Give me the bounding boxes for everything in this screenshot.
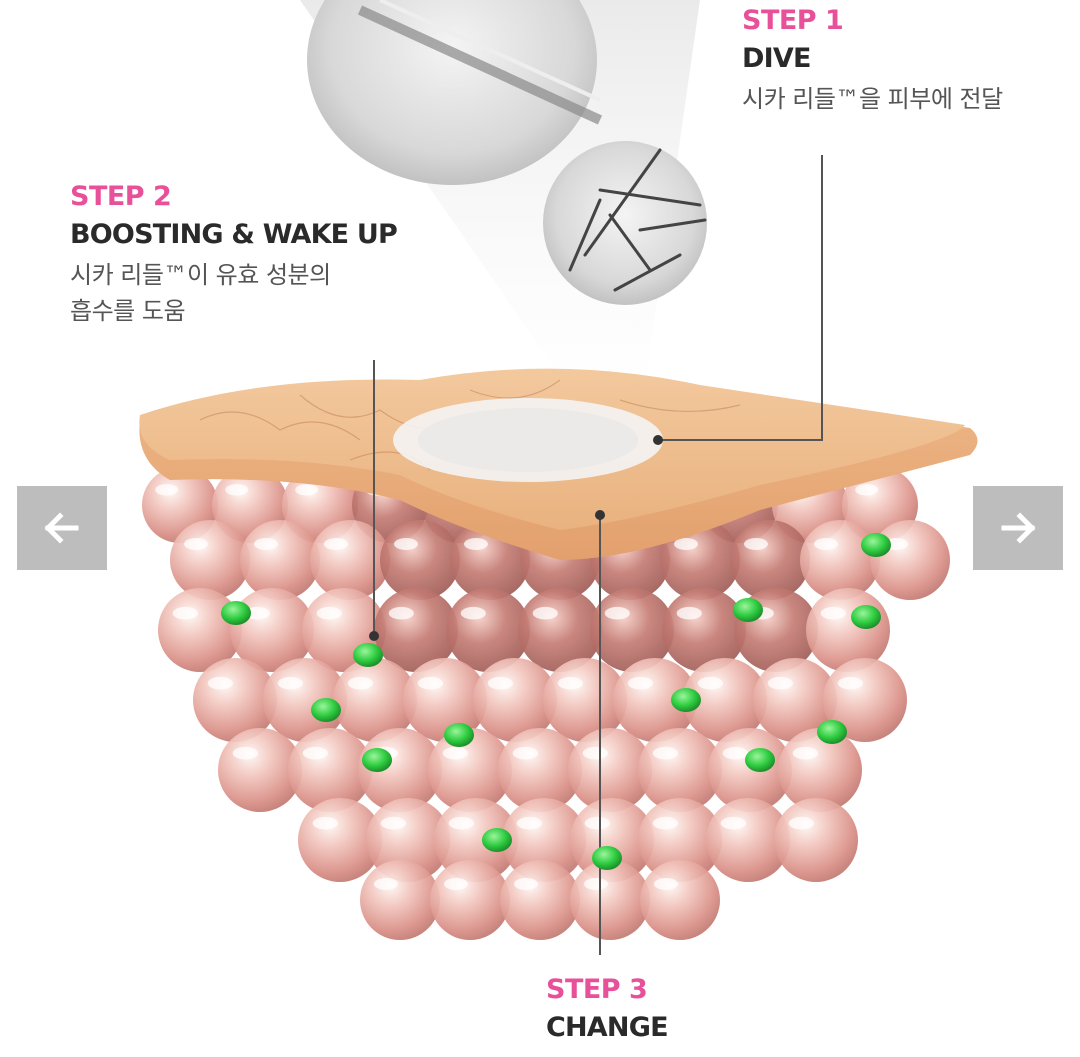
skin-cell-highlight bbox=[207, 676, 233, 690]
skin-cell-highlight bbox=[442, 746, 468, 760]
active-ingredient-dot bbox=[444, 723, 474, 747]
skin-cell-highlight bbox=[347, 676, 373, 690]
step1-label: STEP 1 bbox=[742, 5, 844, 36]
previous-slide-button[interactable] bbox=[17, 486, 107, 570]
skin-cell-highlight bbox=[464, 538, 488, 550]
skin-cell-highlight bbox=[316, 606, 342, 620]
step1-callout: STEP 1 DIVE 시카 리들™을 피부에 전달 bbox=[742, 6, 1003, 117]
skin-cell-highlight bbox=[514, 878, 538, 890]
active-ingredient-dot bbox=[745, 748, 775, 772]
skin-cell-highlight bbox=[676, 606, 702, 620]
skin-cell-highlight bbox=[388, 606, 414, 620]
skin-cell-highlight bbox=[254, 538, 278, 550]
skin-cell bbox=[870, 520, 950, 600]
skin-cell-highlight bbox=[697, 676, 723, 690]
skin-cell-highlight bbox=[295, 484, 319, 496]
skin-cell-highlight bbox=[532, 606, 558, 620]
step2-callout: STEP 2 BOOSTING & WAKE UP 시카 리들™이 유효 성분의… bbox=[70, 181, 398, 329]
skin-cell-highlight bbox=[722, 746, 748, 760]
active-ingredient-dot bbox=[861, 533, 891, 557]
skin-cell bbox=[310, 520, 390, 600]
skin-cell-highlight bbox=[767, 676, 793, 690]
skin-cell bbox=[240, 520, 320, 600]
skin-cell bbox=[430, 860, 510, 940]
active-ingredient-dot bbox=[221, 601, 251, 625]
active-ingredient-dot bbox=[311, 698, 341, 722]
skin-cell-highlight bbox=[584, 816, 610, 830]
active-ingredient-dot bbox=[482, 828, 512, 852]
skin-cell-highlight bbox=[627, 676, 653, 690]
skin-cell-highlight bbox=[225, 484, 249, 496]
skin-cell-highlight bbox=[516, 816, 542, 830]
skin-cell bbox=[774, 798, 858, 882]
step2-description: 시카 리들™이 유효 성분의 흡수를 도움 bbox=[70, 257, 397, 329]
skin-cell bbox=[806, 588, 890, 672]
skin-cell-highlight bbox=[654, 878, 678, 890]
skin-cell-highlight bbox=[652, 746, 678, 760]
skin-cell-highlight bbox=[744, 538, 768, 550]
active-ingredient-dot bbox=[592, 846, 622, 870]
next-slide-button[interactable] bbox=[973, 486, 1063, 570]
active-ingredient-dot bbox=[733, 598, 763, 622]
skin-cell-highlight bbox=[788, 816, 814, 830]
skin-cell-highlight bbox=[244, 606, 270, 620]
skin-cell-highlight bbox=[814, 538, 838, 550]
step1-title: DIVE bbox=[742, 42, 811, 74]
skin-cell-highlight bbox=[652, 816, 678, 830]
skin-cell bbox=[380, 520, 460, 600]
step2-title: BOOSTING & WAKE UP bbox=[70, 218, 398, 250]
skin-cell-highlight bbox=[557, 676, 583, 690]
skin-cell bbox=[500, 860, 580, 940]
step3-title: CHANGE bbox=[546, 1011, 669, 1043]
skin-cell-highlight bbox=[374, 878, 398, 890]
skin-cell-highlight bbox=[380, 816, 406, 830]
active-ingredient-dot bbox=[362, 748, 392, 772]
step2-description-line2: 흡수를 도움 bbox=[70, 297, 186, 326]
skin-cell bbox=[800, 520, 880, 600]
active-ingredient-dot bbox=[817, 720, 847, 744]
skin-cell-highlight bbox=[277, 676, 303, 690]
step2-description-line1: 시카 리들™이 유효 성분의 bbox=[70, 261, 331, 290]
step3-label: STEP 3 bbox=[546, 974, 648, 1005]
skin-cell-highlight bbox=[792, 746, 818, 760]
skin-cell-highlight bbox=[232, 746, 258, 760]
skin-cell-highlight bbox=[444, 878, 468, 890]
skin-cell-highlight bbox=[155, 484, 179, 496]
skin-cell-highlight bbox=[837, 676, 863, 690]
skin-cell bbox=[170, 520, 250, 600]
skin-cell-highlight bbox=[674, 538, 698, 550]
step2-label: STEP 2 bbox=[70, 181, 172, 212]
skin-cell-highlight bbox=[394, 538, 418, 550]
skin-cell-highlight bbox=[820, 606, 846, 620]
skin-cell-highlight bbox=[324, 538, 348, 550]
active-ingredient-dot bbox=[851, 605, 881, 629]
skin-cell bbox=[570, 860, 650, 940]
skin-cell bbox=[360, 860, 440, 940]
active-ingredient-dot bbox=[353, 643, 383, 667]
skin-cell-highlight bbox=[855, 484, 879, 496]
skin-cell-highlight bbox=[584, 878, 608, 890]
skin-cell-highlight bbox=[512, 746, 538, 760]
skin-cell-highlight bbox=[487, 676, 513, 690]
skin-cell-highlight bbox=[184, 538, 208, 550]
skin-cell-highlight bbox=[460, 606, 486, 620]
step1-description: 시카 리들™을 피부에 전달 bbox=[742, 85, 1003, 114]
skin-cell-highlight bbox=[417, 676, 443, 690]
skin-cell-highlight bbox=[448, 816, 474, 830]
skin-cell-highlight bbox=[172, 606, 198, 620]
skin-cell bbox=[730, 520, 810, 600]
skin-cell bbox=[640, 860, 720, 940]
skin-cell-highlight bbox=[582, 746, 608, 760]
skin-cell-highlight bbox=[604, 606, 630, 620]
skin-cell-highlight bbox=[302, 746, 328, 760]
skin-cell-highlight bbox=[312, 816, 338, 830]
active-ingredient-dot bbox=[671, 688, 701, 712]
arrow-left-icon bbox=[44, 512, 79, 544]
skin-cell-highlight bbox=[720, 816, 746, 830]
arrow-right-icon bbox=[1001, 512, 1036, 544]
step3-callout: STEP 3 CHANGE bbox=[546, 974, 669, 1043]
